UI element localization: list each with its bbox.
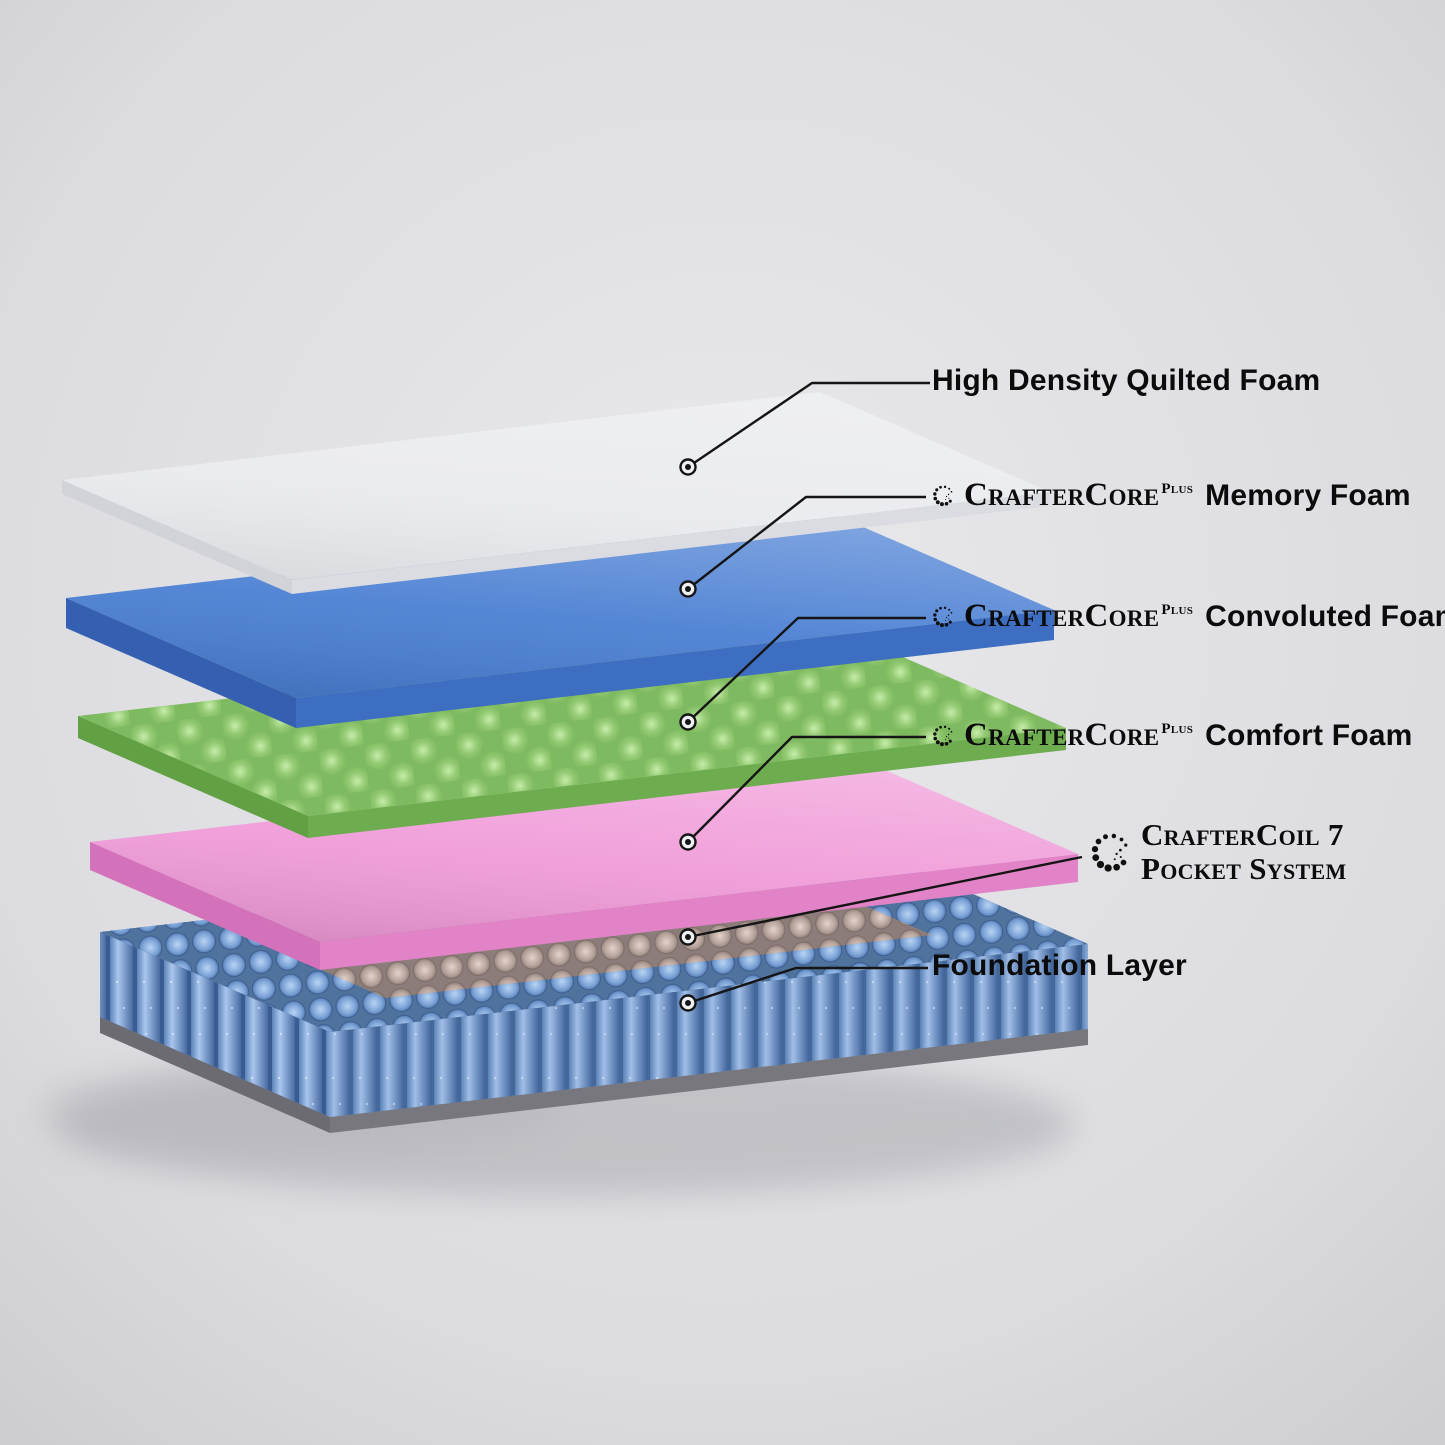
memory-foam-layer bbox=[66, 510, 1054, 728]
layer-name-text: High Density Quilted Foam bbox=[932, 364, 1321, 397]
leader-quilted-line bbox=[687, 381, 930, 468]
comfort-front-face bbox=[90, 842, 320, 970]
callout-dot-foundation bbox=[679, 994, 697, 1012]
label-foundation-layer: Foundation Layer bbox=[932, 949, 1187, 983]
label-pocket-coil-system: CrafterCoil 7 Pocket System bbox=[1086, 818, 1347, 886]
leader-coil-line bbox=[687, 855, 1083, 939]
crafter-core-logo-icon bbox=[930, 482, 957, 509]
comfort-foam-layer bbox=[90, 754, 1078, 970]
leader-foundation-line bbox=[687, 966, 928, 1005]
callout-leaders bbox=[687, 381, 1083, 1005]
layer-name-text: Memory Foam bbox=[1205, 478, 1411, 512]
comfort-top-sheen bbox=[90, 754, 1078, 942]
convoluted-side-face bbox=[308, 728, 1066, 838]
label-quilted-foam: High Density Quilted Foam bbox=[932, 364, 1320, 398]
leader-comfort-line bbox=[687, 735, 926, 843]
callout-dots bbox=[679, 458, 697, 1012]
quilted-foam-layer bbox=[62, 392, 1050, 594]
layer-name-text: Comfort Foam bbox=[1205, 718, 1413, 752]
crafter-core-logo-icon bbox=[930, 722, 957, 749]
callout-dot-memory bbox=[679, 580, 697, 598]
comfort-side-face bbox=[320, 854, 1078, 970]
callout-dot-convoluted bbox=[679, 713, 697, 731]
coil-system-name: CrafterCoil 7 Pocket System bbox=[1141, 818, 1347, 886]
brand-superscript: Plus bbox=[1161, 602, 1194, 618]
brand-superscript: Plus bbox=[1161, 721, 1194, 737]
callout-dot-quilted bbox=[679, 458, 697, 476]
memory-side-face bbox=[296, 610, 1054, 728]
memory-front-face bbox=[66, 598, 296, 728]
convoluted-top-texture bbox=[78, 628, 1066, 816]
leader-memory-line bbox=[687, 495, 926, 590]
callout-dot-coil bbox=[679, 928, 697, 946]
foundation-side-face bbox=[330, 1029, 1088, 1133]
coil-front-texture bbox=[100, 932, 330, 1117]
crafter-core-logo-icon bbox=[930, 603, 957, 630]
convoluted-front-face bbox=[78, 716, 308, 838]
quilted-top-sheen bbox=[62, 392, 1050, 580]
layer-name-text: Convoluted Foam bbox=[1205, 599, 1445, 633]
convoluted-foam-layer bbox=[78, 628, 1066, 838]
memory-top-sheen bbox=[66, 510, 1054, 698]
layer-name-text: Foundation Layer bbox=[932, 949, 1187, 982]
coil-name-line2: Pocket System bbox=[1141, 851, 1347, 886]
crafter-coil-logo-icon bbox=[1086, 827, 1136, 877]
quilted-front-face bbox=[62, 480, 292, 594]
coil-side-texture bbox=[330, 944, 1088, 1117]
foundation-front-face bbox=[100, 1017, 330, 1133]
brand-superscript: Plus bbox=[1161, 481, 1194, 497]
callout-dot-comfort bbox=[679, 833, 697, 851]
coil-name-line1: CrafterCoil 7 bbox=[1141, 817, 1344, 852]
quilted-side-face bbox=[292, 492, 1050, 594]
leader-convoluted-line bbox=[687, 616, 926, 723]
